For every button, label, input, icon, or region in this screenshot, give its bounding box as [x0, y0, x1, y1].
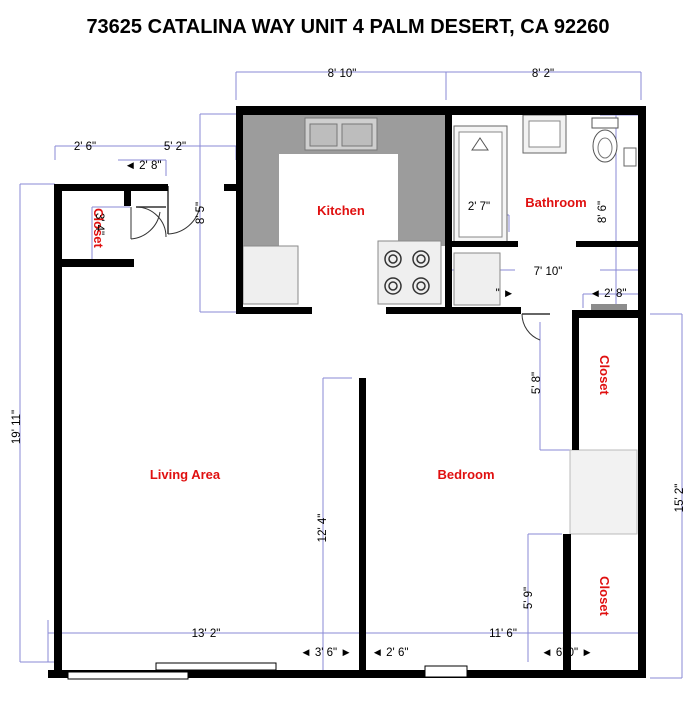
dim-door-a: ◄ 3' 6" ► — [300, 647, 351, 659]
washer-icon — [453, 252, 501, 306]
kitchen-left-wall — [236, 106, 243, 314]
plan-title: 73625 CATALINA WAY UNIT 4 PALM DESERT, C… — [86, 16, 609, 38]
room-label-hall-closet: Closet — [91, 208, 106, 248]
bath-left-wall — [445, 106, 452, 314]
room-label-living: Living Area — [150, 467, 221, 482]
hall-closet-top-wall — [54, 184, 168, 191]
hall-closet-bottom-wall — [54, 259, 134, 267]
right-wall — [638, 106, 646, 678]
dim-door-b: ◄ 2' 6" — [372, 647, 409, 659]
dim-tub-width: 2' 7" — [468, 201, 490, 213]
room-label-bathroom: Bathroom — [525, 195, 586, 210]
kitchen-fixtures — [242, 114, 445, 305]
dim-hall-closet-width: ◄ 2' 8" — [125, 160, 162, 172]
dim-bath-width: 8' 2" — [532, 68, 554, 80]
toilet-icon — [591, 117, 619, 129]
bedroom-living-wall — [359, 378, 366, 678]
bathroom-fixtures — [453, 108, 637, 313]
entry-door — [167, 186, 201, 235]
dim-living-width: 13' 2" — [192, 628, 221, 640]
room-label-closet-lower: Closet — [597, 576, 612, 616]
kitchen-bottom-wall-left — [236, 307, 312, 314]
closet-top-wall — [576, 310, 640, 318]
dim-hall-closet-depth: 3' 4" — [93, 213, 105, 235]
dim-laundry-left: " ► — [496, 288, 515, 300]
dim-bedroom-closet-depth: 5' 8" — [531, 372, 543, 394]
dim-right-depth: 15' 2" — [674, 484, 686, 513]
left-wall — [54, 184, 62, 678]
dim-wall-length: 12' 4" — [317, 514, 329, 543]
bath-bottom-wall-right — [576, 241, 640, 247]
dim-bath-depth: 8' 6" — [597, 201, 609, 223]
dim-laundry-width: 7' 10" — [534, 266, 563, 278]
bottom-wall — [48, 670, 646, 678]
dim-entry-width: 2' 6" — [74, 141, 96, 153]
stove-icon — [377, 240, 442, 305]
window-living-2 — [155, 662, 277, 671]
room-label-bedroom: Bedroom — [437, 467, 494, 482]
top-wall — [236, 106, 646, 115]
room-label-closet-upper: Closet — [597, 355, 612, 395]
dim-lower-closet-depth: 5' 9" — [523, 587, 535, 609]
window-bedroom — [424, 665, 468, 678]
hall-closet-door — [130, 206, 167, 240]
room-label-kitchen: Kitchen — [317, 203, 365, 218]
walls — [48, 106, 646, 678]
dimension-lines — [19, 71, 683, 679]
bedroom-door — [521, 313, 550, 341]
closet-lower-wall — [563, 534, 571, 678]
dim-closet-width: ◄ 2' 8" — [590, 288, 627, 300]
window-living-1 — [67, 671, 189, 680]
entry-wall-stub — [224, 184, 236, 191]
burners — [384, 250, 430, 295]
dim-overall-depth: 19' 11" — [11, 410, 23, 444]
dim-kitchen-width: 8' 10" — [328, 68, 357, 80]
bath-bottom-wall — [445, 241, 518, 247]
closet-sliding-door — [569, 449, 638, 535]
hall-closet-door-jamb — [124, 184, 131, 206]
dim-entry-to-kitchen: 5' 2" — [164, 141, 186, 153]
closet-upper-wall — [572, 310, 579, 450]
refrigerator-icon — [242, 245, 299, 305]
dim-door-c: ◄ 6' 0" ► — [541, 647, 592, 659]
closet-shelf — [591, 304, 627, 313]
dim-kitchen-depth: 8' 5" — [195, 202, 207, 224]
windows — [67, 662, 468, 680]
kitchen-bottom-wall-right — [386, 307, 521, 314]
dim-bedroom-width: 11' 6" — [489, 628, 517, 640]
